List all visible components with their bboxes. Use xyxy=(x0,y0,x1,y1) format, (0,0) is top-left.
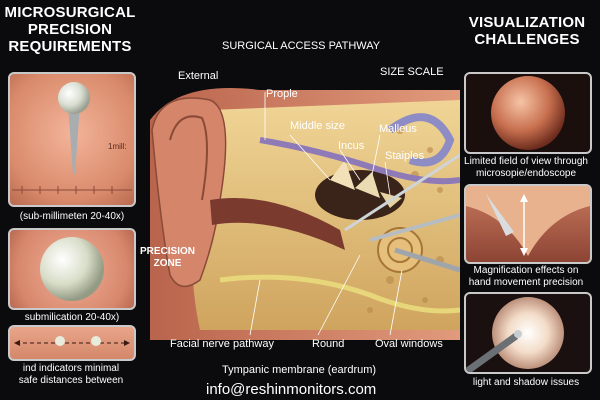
pin-illustration xyxy=(12,82,132,194)
label-prople: Prople xyxy=(266,88,298,100)
microscope-field xyxy=(491,76,565,150)
bone-texture xyxy=(367,126,444,313)
footer-email[interactable]: info@reshinmonitors.com xyxy=(206,381,377,398)
ear-canal xyxy=(210,198,345,250)
size-scale-label: SIZE SCALE xyxy=(380,66,444,78)
sphere-panel xyxy=(8,228,136,310)
pin-head xyxy=(58,82,90,114)
semicircular-canal xyxy=(387,113,455,167)
left-title-line-2: PRECISION xyxy=(27,21,113,38)
field-of-view-illustration xyxy=(491,76,565,150)
label-oval-windows: Oval windows xyxy=(375,338,443,350)
ruler-ticks xyxy=(21,186,113,194)
small-sphere-1 xyxy=(55,336,65,346)
ear-anatomy-illustration xyxy=(150,88,460,340)
label-middle-size: Middle size xyxy=(290,120,346,132)
label-tympanic: Tympanic membrane (eardrum) xyxy=(222,364,377,376)
leader-lines xyxy=(249,92,403,336)
pin-shaft xyxy=(68,104,80,174)
illuminated-field xyxy=(492,297,564,369)
pin-panel: 1mill: xyxy=(8,72,136,207)
right-title: VISUALIZATION CHALLENGES xyxy=(458,14,596,48)
tissue-fold xyxy=(466,186,590,256)
malleus-bone xyxy=(330,160,355,190)
magnification-caption: Magnification effects on hand movement p… xyxy=(456,265,596,289)
cochlea-spiral xyxy=(387,237,414,263)
magnification-illustration xyxy=(466,186,590,256)
small-sphere-2 xyxy=(91,336,101,346)
label-incus: Incus xyxy=(338,140,365,152)
label-malleus: Malleus xyxy=(379,123,417,135)
label-precision-zone: PRECISION ZONE xyxy=(140,246,195,270)
sphere-caption: submilication 20-40x) xyxy=(24,312,120,323)
left-title-line-1: MICROSURGICAL xyxy=(4,4,136,21)
distance-caption-line-1: ind indicators minimal xyxy=(22,363,120,374)
arrow-up-icon xyxy=(520,194,528,202)
incus-bone xyxy=(355,172,380,198)
lighting-panel xyxy=(464,292,592,374)
pathway-header: SURGICAL ACCESS PATHWAY xyxy=(222,40,381,52)
surgical-instrument-1 xyxy=(344,153,460,232)
surgical-instrument-3 xyxy=(394,247,460,273)
ruler-label: 1mill: xyxy=(108,142,127,151)
pin-caption: (sub-millimeten 20-40x) xyxy=(19,211,125,222)
fov-caption-line-1: Limited field of view through xyxy=(464,156,588,167)
middle-ear-cavity xyxy=(315,170,405,220)
arrow-right-icon xyxy=(124,340,130,346)
precision-zone-line-2: ZONE xyxy=(153,258,182,269)
nerve-bundle xyxy=(259,137,460,185)
right-title-line-1: VISUALIZATION xyxy=(468,14,586,31)
microscope-view-panel xyxy=(464,72,592,154)
arrow-left-icon xyxy=(14,340,20,346)
lighting-illustration xyxy=(466,297,564,372)
label-round: Round xyxy=(312,338,345,350)
fov-caption-line-2: microsopie/endoscope xyxy=(475,168,577,179)
distance-illustration xyxy=(14,336,130,346)
surgical-instrument-2 xyxy=(369,213,460,242)
left-title-line-3: REQUIREMENTS xyxy=(8,38,132,55)
lighting-caption: light and shadow issues xyxy=(472,377,580,388)
magnification-caption-line-1: Magnification effects on xyxy=(473,265,579,276)
magnification-panel xyxy=(464,184,592,264)
magnification-caption-line-2: hand movement precision xyxy=(468,277,584,288)
left-title: MICROSURGICAL PRECISION REQUIREMENTS xyxy=(2,4,138,55)
arrow-down-icon xyxy=(520,248,528,256)
label-external: External xyxy=(178,70,219,82)
large-sphere xyxy=(40,237,104,301)
ear-fold xyxy=(169,115,208,201)
instrument-tip-left xyxy=(486,194,514,236)
sphere-illustration xyxy=(40,237,104,301)
distance-caption-line-2: safe distances between xyxy=(18,375,124,386)
distance-panel xyxy=(8,325,136,361)
distance-caption: ind indicators minimal safe distances be… xyxy=(0,363,142,387)
label-facial-nerve: Facial nerve pathway xyxy=(170,338,274,350)
fov-caption: Limited field of view through microsopie… xyxy=(452,156,600,180)
right-title-line-2: CHALLENGES xyxy=(474,31,580,48)
temporal-bone xyxy=(192,100,460,330)
precision-zone-line-1: PRECISION xyxy=(140,246,196,257)
endoscope-shaft xyxy=(466,333,519,372)
facial-nerve xyxy=(219,274,460,314)
label-staiples: Staiples xyxy=(385,150,425,162)
endoscope-tip xyxy=(514,330,522,338)
